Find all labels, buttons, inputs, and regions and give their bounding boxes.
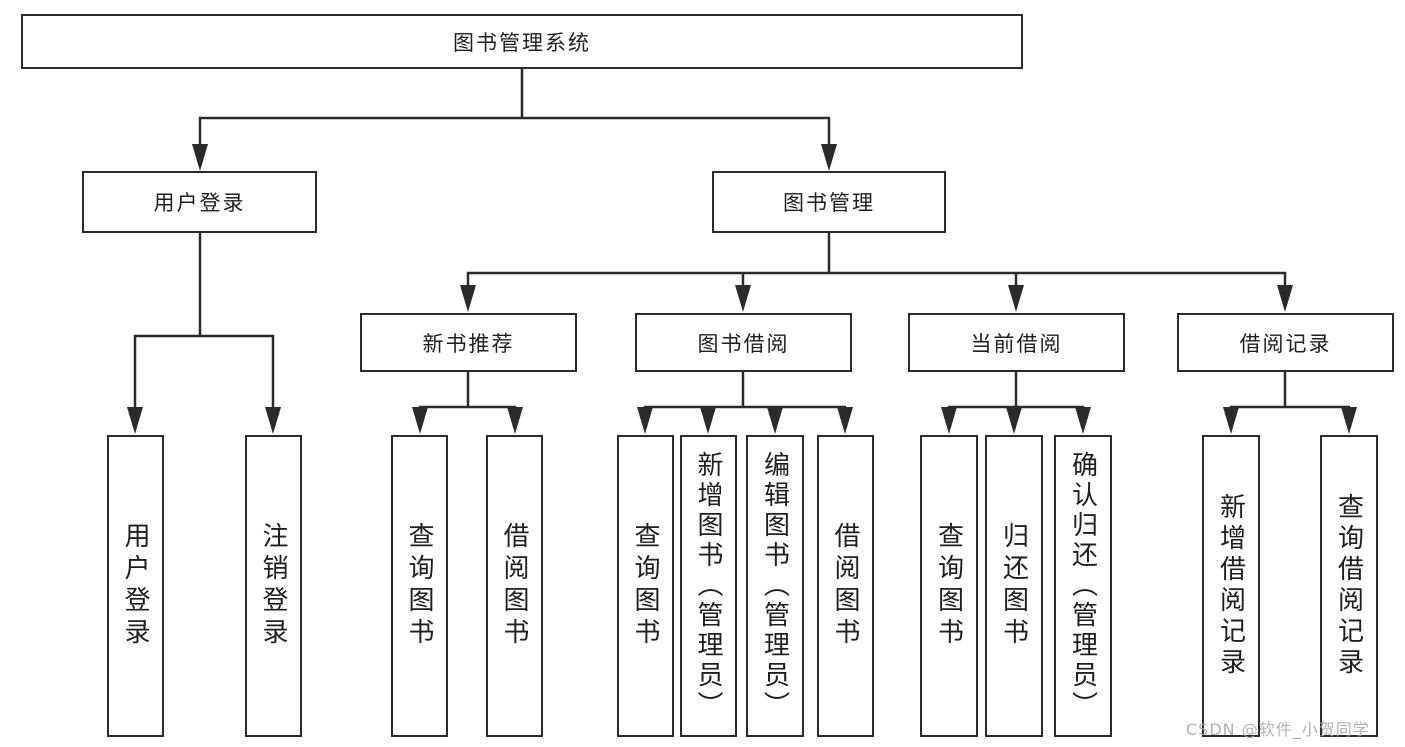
leaf-borrow-books-1: 借阅图书 — [486, 435, 543, 737]
leaf-return-books: 归还图书 — [985, 435, 1043, 737]
node-book-management: 图书管理 — [712, 171, 946, 233]
leaf-borrow-books-2: 借阅图书 — [817, 435, 874, 737]
leaf-add-books-admin: 新增图书（管理员） — [680, 435, 737, 737]
node-book-borrow: 图书借阅 — [635, 313, 852, 372]
node-current-borrow: 当前借阅 — [908, 313, 1125, 372]
node-new-book-recommend: 新书推荐 — [360, 313, 577, 372]
leaf-confirm-return-admin: 确认归还（管理员） — [1054, 435, 1112, 737]
leaf-add-borrow-record: 新增借阅记录 — [1202, 435, 1260, 737]
arrowheads — [127, 144, 1357, 434]
node-borrow-records: 借阅记录 — [1177, 313, 1394, 372]
leaf-query-books-3: 查询图书 — [920, 435, 978, 737]
leaf-edit-books-admin: 编辑图书（管理员） — [746, 435, 804, 737]
leaf-query-books-2: 查询图书 — [617, 435, 674, 737]
node-library-management-system: 图书管理系统 — [21, 14, 1023, 69]
leaf-query-books-1: 查询图书 — [391, 435, 448, 737]
leaf-query-borrow-record: 查询借阅记录 — [1320, 435, 1378, 737]
leaf-logout: 注销登录 — [245, 435, 302, 737]
leaf-user-login: 用户登录 — [107, 435, 164, 737]
node-user-login: 用户登录 — [82, 171, 317, 233]
csdn-watermark: CSDN @软件_小贺同学 — [1186, 720, 1370, 739]
